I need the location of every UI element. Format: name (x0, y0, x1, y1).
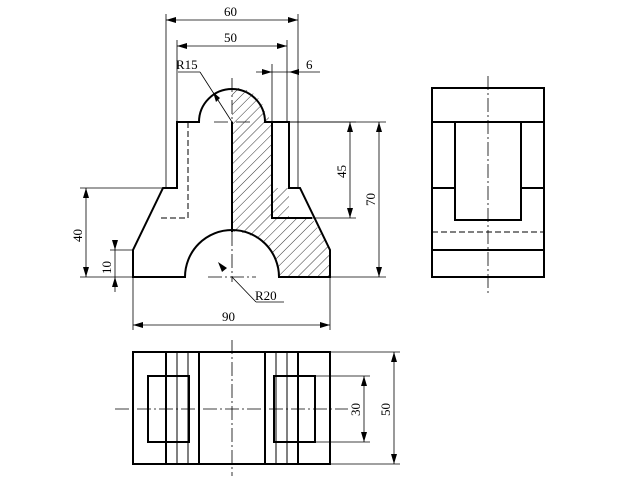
dim-45-label: 45 (334, 165, 349, 178)
dim-6-label: 6 (306, 57, 313, 72)
dim-50-label: 50 (224, 30, 237, 45)
hidden-slot-left (158, 122, 189, 219)
inner-slot-right (271, 122, 312, 219)
dim-10-label: 10 (99, 261, 114, 274)
front-view (132, 78, 331, 282)
radius-20-label: R20 (255, 288, 277, 303)
dim-70-label: 70 (363, 193, 378, 206)
side-view (431, 76, 545, 294)
top-outline (132, 351, 331, 465)
dim-60-label: 60 (224, 4, 237, 19)
dim-50-depth-label: 50 (378, 403, 393, 416)
dim-30-label: 30 (348, 403, 363, 416)
dim-40-label: 40 (70, 229, 85, 242)
radius-15-label: R15 (176, 57, 198, 72)
top-view (115, 340, 348, 476)
dimension-annotations: 60 50 6 R15 45 70 (70, 4, 400, 465)
section-hatch (232, 87, 330, 277)
dim-90-label: 90 (222, 309, 235, 324)
front-outline (132, 88, 331, 278)
